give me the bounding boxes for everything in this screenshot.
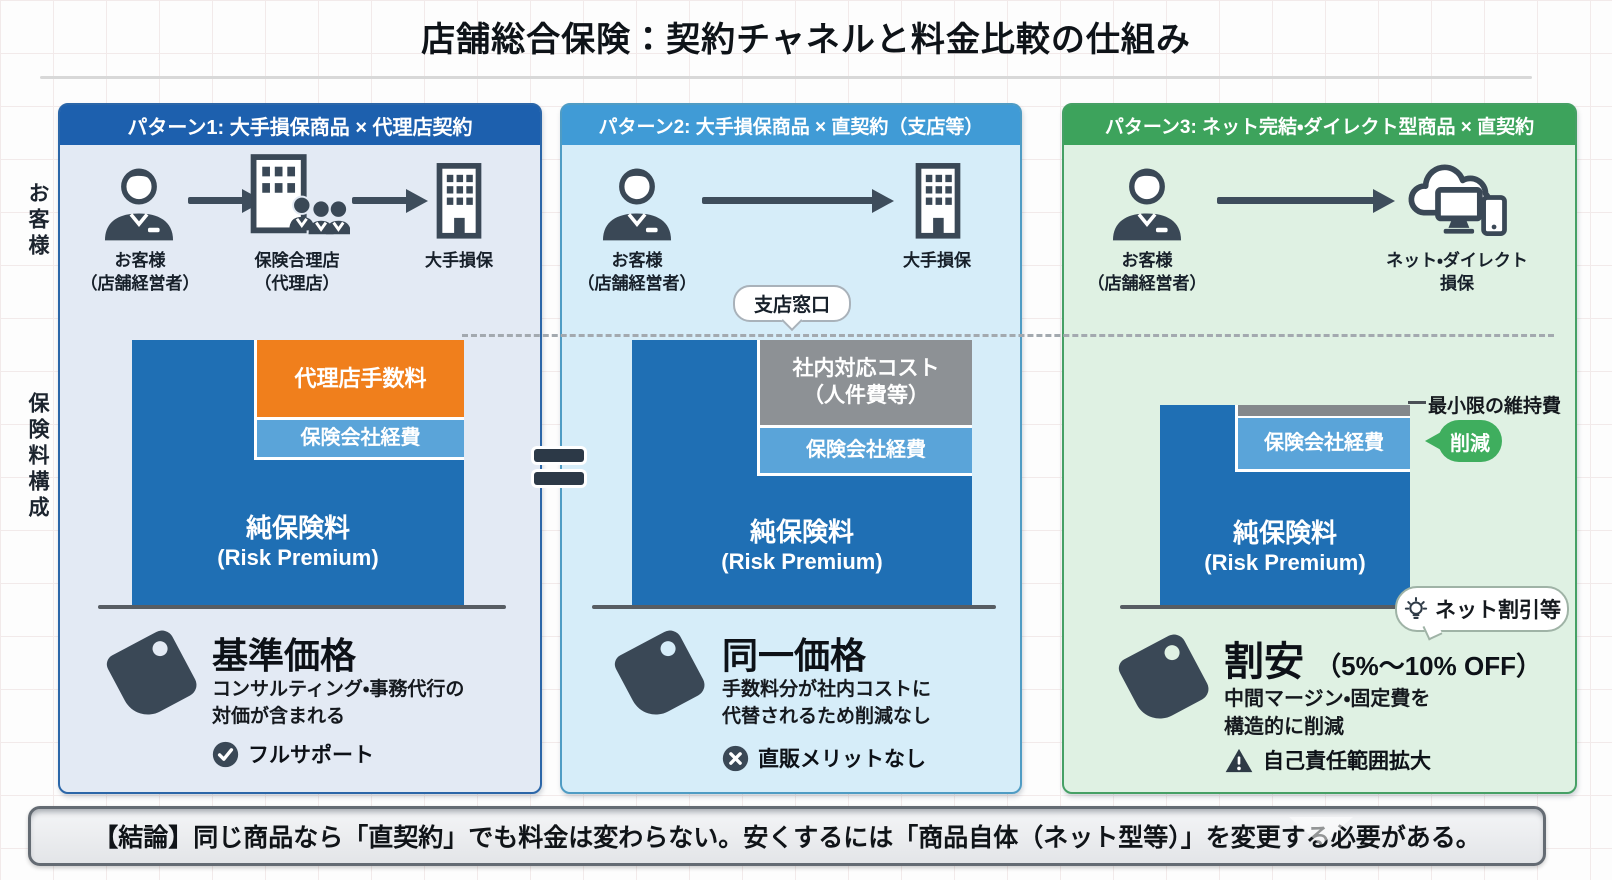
page-title: 店舗総合保険：契約チャネルと料金比較の仕組み [421,21,1191,59]
person-icon [1104,157,1190,243]
panel-pattern3: パターン3: ネット完結・ダイレクト型商品 × 直契約 お客様（店舗経営者） [1062,103,1577,794]
panel-pattern1: パターン1: 大手損保商品 × 代理店契約 お客様（店舗経営者） [58,103,542,794]
maintenance-strip-segment [1235,405,1410,418]
flow-label-customer: お客様（店舗経営者） [577,251,697,293]
flow-arrow-icon [702,188,894,213]
building-icon [420,155,498,245]
person-icon [594,157,680,243]
bar-baseline [592,605,996,609]
flow-label-customer: お客様（店舗経営者） [1087,251,1207,293]
flow-label-direct-insurer: ネット・ダイレクト損保 [1386,251,1528,293]
reduction-bubble: 削減 [1425,420,1502,462]
maintenance-connector [1408,401,1426,404]
equals-sign [534,449,584,495]
pure-premium-segment: 純保険料 (Risk Premium) [1204,518,1366,575]
warning-triangle-icon [1224,747,1254,774]
bar-baseline [98,605,506,609]
premium-bar: 保険会社経費 純保険料 (Risk Premium) [1160,405,1410,605]
panel2-header: パターン2: 大手損保商品 × 直契約（支店等） [562,105,1020,145]
price-title: 同一価格 [722,635,867,676]
price-tag-icon [103,626,201,724]
price-level-dashed-line [462,334,1554,337]
row-label-premium: 保険料構成 [26,392,49,522]
premium-bar: 代理店手数料 保険会社経費 純保険料 (Risk Premium) [132,340,464,605]
flow-arrow-icon [188,188,264,213]
price-note: 自己責任範囲拡大 [1224,745,1431,775]
flow-arrow-icon [352,188,428,213]
conclusion-bar: 【結論】同じ商品なら「直契約」でも料金は変わらない。安くするには「商品自体（ネッ… [28,806,1546,866]
cross-circle-icon [722,745,749,772]
flow-label-customer: お客様（店舗経営者） [80,251,200,293]
flow-label-insurer: 大手損保 [903,251,971,270]
panel3-header: パターン3: ネット完結・ダイレクト型商品 × 直契約 [1064,105,1575,145]
price-tag-icon [611,626,709,724]
net-discount-bubble: ネット割引等 [1395,586,1569,632]
title-divider [40,76,1532,79]
maintenance-label: 最小限の維持費 [1428,396,1562,417]
expense-segment: 保険会社経費 [254,420,464,460]
cloud-devices-icon [1400,149,1514,246]
conclusion-text: 【結論】同じ商品なら「直契約」でも料金は変わらない。安くするには「商品自体（ネッ… [93,824,1481,852]
check-circle-icon [212,741,239,768]
building-icon [899,155,977,245]
flow-label-agency: 保険合理店（代理店） [254,251,340,293]
price-title: 割安 （5%～10% OFF） [1224,640,1542,684]
price-desc: 手数料分が社内コストに代替されるため削減なし [722,679,932,727]
flow-label-insurer: 大手損保 [425,251,493,270]
pure-premium-segment: 純保険料 (Risk Premium) [217,513,379,570]
person-icon [96,157,182,243]
row-label-customer: お客様 [26,182,49,260]
bar-baseline [1120,605,1450,609]
branch-window-bubble: 支店窓口 [733,285,851,322]
price-desc: 中間マージン・固定費を構造的に削減 [1224,688,1431,738]
price-title: 基準価格 [212,635,357,676]
expense-segment: 保険会社経費 [1235,418,1410,472]
price-tag-icon [1115,630,1213,728]
price-note: フルサポート [212,739,374,769]
panel1-header: パターン1: 大手損保商品 × 代理店契約 [60,105,540,145]
internal-cost-segment: 社内対応コスト（人件費等） [757,340,972,428]
price-desc: コンサルティング・事務代行の対価が含まれる [212,679,465,727]
price-subtitle: （5%～10% OFF） [1315,651,1542,681]
panel-pattern2: パターン2: 大手損保商品 × 直契約（支店等） お客様（店舗経営者） [560,103,1022,794]
chevron-down-watermark-icon [1289,817,1353,845]
price-note: 直販メリットなし [722,743,926,773]
pure-premium-segment: 純保険料 (Risk Premium) [721,517,883,574]
commission-segment: 代理店手数料 [254,340,464,420]
lightbulb-icon [1403,596,1429,622]
equals-bar [534,449,584,462]
equals-bar [534,472,584,485]
premium-bar: 社内対応コスト（人件費等） 保険会社経費 純保険料 (Risk Premium) [632,340,972,605]
flow-arrow-icon [1217,188,1395,213]
agency-building-icon [242,151,350,248]
expense-segment: 保険会社経費 [757,428,972,476]
